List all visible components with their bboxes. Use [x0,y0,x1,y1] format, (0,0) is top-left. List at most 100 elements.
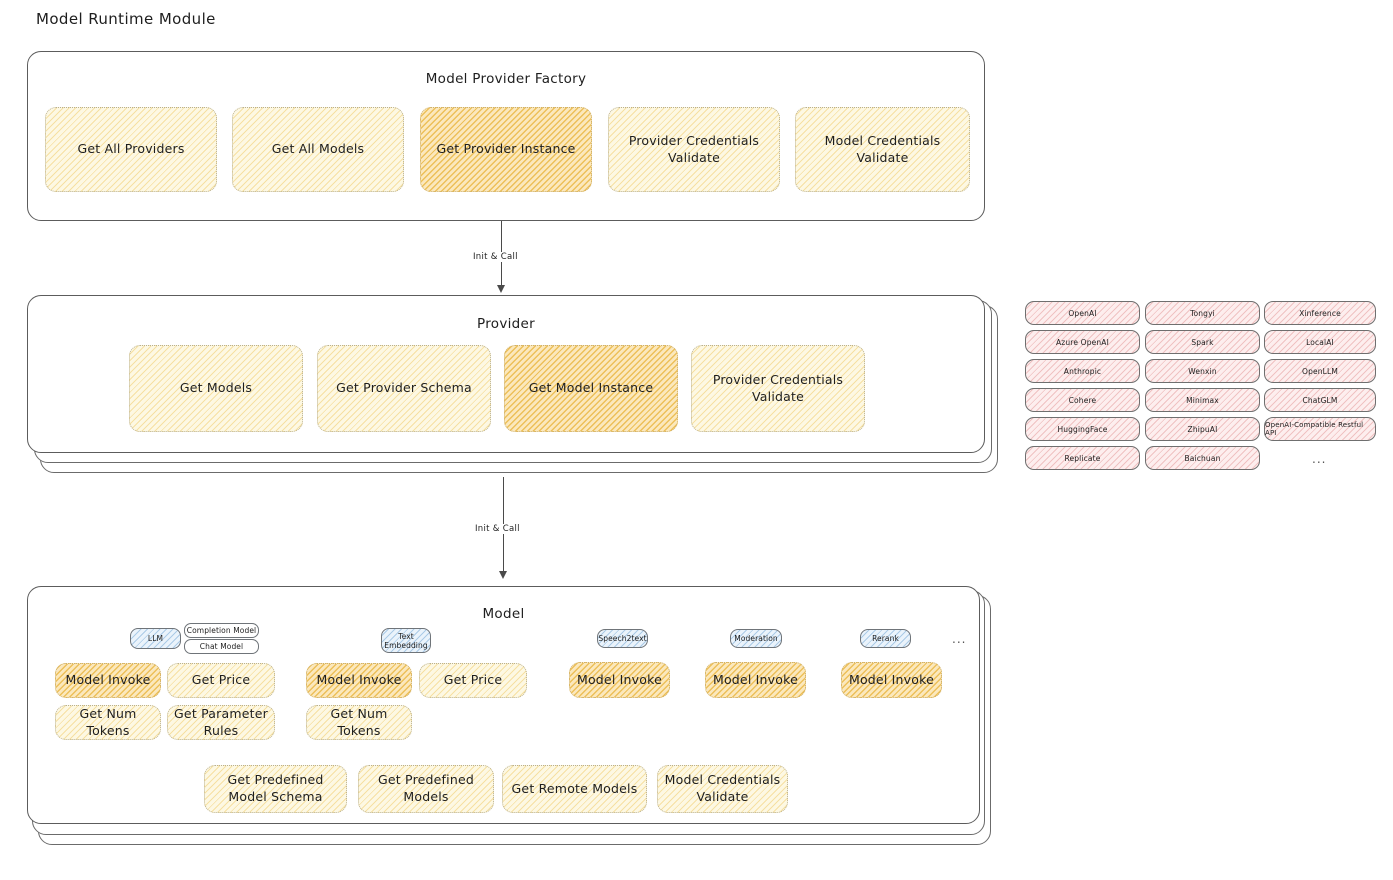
pill-label: Spark [1191,337,1214,347]
subtype-label: Chat Model [199,642,244,651]
provider-box-get-model-instance[interactable]: Get Model Instance [504,345,678,432]
model-category-text-embedding[interactable]: Text Embedding [381,628,431,653]
box-label: Get Num Tokens [330,705,388,738]
box-label: Get Remote Models [511,780,638,796]
pill-label: ChatGLM [1302,395,1338,405]
category-label: Rerank [872,634,899,643]
provider-box-provider-credentials-validate[interactable]: Provider Credentials Validate [691,345,865,432]
provider-pill-azure-openai[interactable]: Azure OpenAI [1025,330,1140,354]
category-label: Speech2text [598,634,647,643]
provider-box-get-provider-schema[interactable]: Get Provider Schema [317,345,491,432]
rerank-op-model-invoke[interactable]: Model Invoke [841,662,942,698]
provider-pill-xinference[interactable]: Xinference [1264,301,1376,325]
box-label: Model Invoke [712,671,799,687]
model-category-llm[interactable]: LLM [130,628,181,649]
box-label: Get Predefined Model Schema [227,772,324,804]
text-embedding-op-get-num-tokens[interactable]: Get Num Tokens [306,705,412,740]
provider-pill-openai[interactable]: OpenAI [1025,301,1140,325]
pill-label: OpenAI-Compatible Restful API [1265,421,1364,437]
llm-op-get-price[interactable]: Get Price [167,663,275,698]
box-label: Get All Models [271,141,365,157]
box-label: Get All Providers [77,141,185,157]
model-title: Model [482,606,525,622]
provider-title: Provider [477,316,535,332]
model-category-speech2text[interactable]: Speech2text [597,629,648,648]
text-embedding-op-model-invoke[interactable]: Model Invoke [306,663,412,698]
model-subtype-chat-model[interactable]: Chat Model [184,639,259,654]
pill-label: Tongyi [1190,308,1215,318]
pill-label: Xinference [1299,308,1341,318]
provider-pill-spark[interactable]: Spark [1145,330,1260,354]
box-label: Get Model Instance [528,380,654,396]
provider-pill-cohere[interactable]: Cohere [1025,388,1140,412]
box-label: Get Price [191,672,251,688]
llm-op-get-parameter-rules[interactable]: Get Parameter Rules [167,705,275,740]
page-title: Model Runtime Module [36,10,216,28]
pill-label: Replicate [1064,453,1101,463]
category-label: LLM [147,634,164,643]
provider-pill-chatglm[interactable]: ChatGLM [1264,388,1376,412]
pill-label: HuggingFace [1057,424,1108,434]
pill-label: Wenxin [1188,366,1217,376]
factory-box-get-all-providers[interactable]: Get All Providers [45,107,217,192]
provider-pill-replicate[interactable]: Replicate [1025,446,1140,470]
provider-pill-anthropic[interactable]: Anthropic [1025,359,1140,383]
llm-op-model-invoke[interactable]: Model Invoke [55,663,161,698]
box-label: Model Invoke [848,671,935,687]
box-label: Get Num Tokens [79,705,137,738]
box-label: Get Models [179,380,253,396]
model-op-get-predefined-models[interactable]: Get Predefined Models [358,765,494,813]
arrow-factory-to-provider-head [497,285,505,293]
factory-box-provider-credentials-validate[interactable]: Provider Credentials Validate [608,107,780,192]
box-label: Model Invoke [316,672,402,688]
factory-box-model-credentials-validate[interactable]: Model Credentials Validate [795,107,970,192]
model-category-rerank[interactable]: Rerank [860,629,911,648]
text-embedding-op-get-price[interactable]: Get Price [419,663,527,698]
box-label: Get Predefined Models [378,772,474,804]
provider-pill-wenxin[interactable]: Wenxin [1145,359,1260,383]
provider-pill-openllm[interactable]: OpenLLM [1264,359,1376,383]
pill-label: ZhipuAI [1187,424,1218,434]
subtype-label: Completion Model [186,626,257,635]
pill-label: Baichuan [1184,453,1221,463]
provider-pill-localai[interactable]: LocalAI [1264,330,1376,354]
box-label: Get Parameter Rules [174,705,268,738]
box-label: Provider Credentials Validate [628,132,760,165]
moderation-op-model-invoke[interactable]: Model Invoke [705,662,806,698]
box-label: Model Invoke [576,671,663,687]
provider-pill-minimax[interactable]: Minimax [1145,388,1260,412]
model-op-get-remote-models[interactable]: Get Remote Models [502,765,647,813]
provider-pill-zhipuai[interactable]: ZhipuAI [1145,417,1260,441]
provider-list-more-ellipsis: ... [1312,452,1327,466]
box-label: Get Provider Schema [336,380,472,396]
box-label: Model Invoke [65,672,151,688]
factory-box-get-all-models[interactable]: Get All Models [232,107,404,192]
model-category-moderation[interactable]: Moderation [730,629,782,648]
pill-label: Anthropic [1063,366,1102,376]
model-op-get-predefined-model-schema[interactable]: Get Predefined Model Schema [204,765,347,813]
box-label: Provider Credentials Validate [712,371,844,404]
provider-pill-baichuan[interactable]: Baichuan [1145,446,1260,470]
pill-label: Azure OpenAI [1056,337,1109,347]
provider-pill-huggingface[interactable]: HuggingFace [1025,417,1140,441]
model-subtype-completion-model[interactable]: Completion Model [184,623,259,638]
category-label: Text Embedding [384,631,428,650]
model-op-model-credentials-validate[interactable]: Model Credentials Validate [657,765,788,813]
provider-box-get-models[interactable]: Get Models [129,345,303,432]
pill-label: OpenLLM [1302,366,1338,376]
pill-label: LocalAI [1306,337,1334,347]
model-provider-factory-title: Model Provider Factory [425,71,587,87]
provider-pill-openai-compatible-restful-api[interactable]: OpenAI-Compatible Restful API [1264,417,1376,441]
provider-pill-tongyi[interactable]: Tongyi [1145,301,1260,325]
factory-box-get-provider-instance[interactable]: Get Provider Instance [420,107,592,192]
arrow-provider-to-model-head [499,571,507,579]
box-label: Model Credentials Validate [824,132,941,165]
category-label: Moderation [734,634,778,643]
box-label: Get Provider Instance [436,141,576,157]
pill-label: Cohere [1068,395,1097,405]
speech2text-op-model-invoke[interactable]: Model Invoke [569,662,670,698]
llm-op-get-num-tokens[interactable]: Get Num Tokens [55,705,161,740]
pill-label: OpenAI [1068,308,1097,318]
arrow-label-init-and-call-2: Init & Call [471,524,524,534]
